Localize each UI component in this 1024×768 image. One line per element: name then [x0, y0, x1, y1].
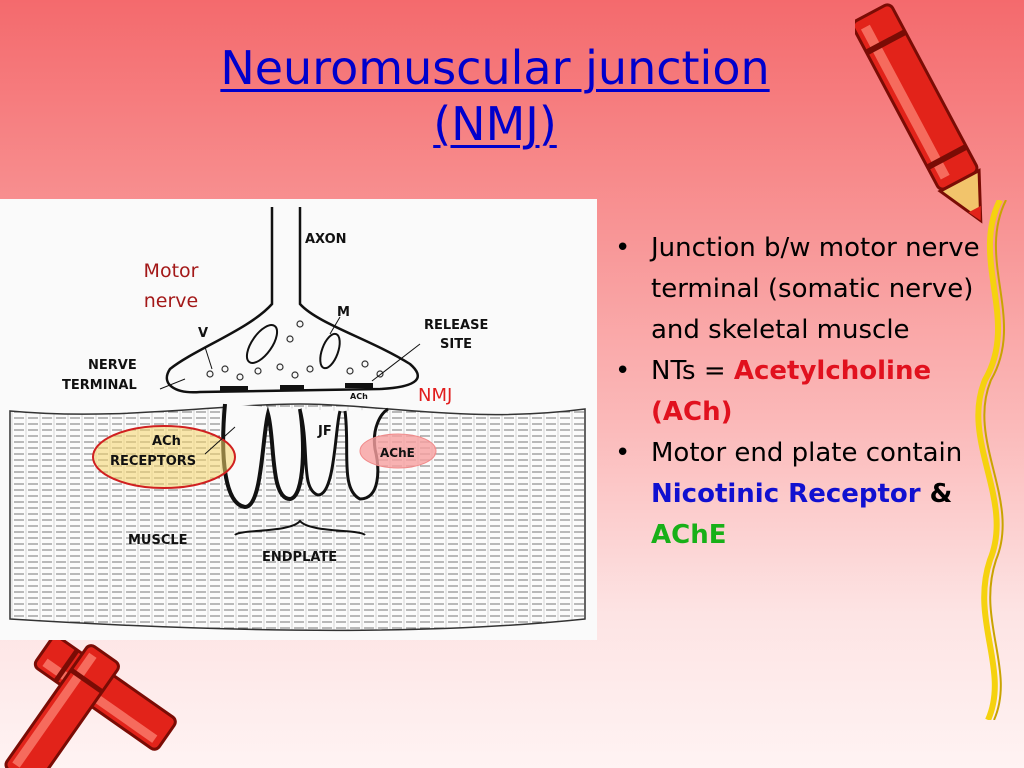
- bullet-item-endplate: • Motor end plate contain Nicotinic Rece…: [615, 433, 1015, 556]
- slide-title: Neuromuscular junction (NMJ): [150, 40, 840, 152]
- nicotinic-receptor-highlight: Nicotinic Receptor: [651, 479, 921, 509]
- bullet-item-junction: • Junction b/w motor nerve terminal (som…: [615, 228, 1015, 351]
- acetylcholine-highlight: Acetylcholine (ACh): [651, 356, 932, 427]
- motor-nerve-line-1: Motor: [143, 260, 199, 282]
- bullet-item-nts: • NTs = Acetylcholine (ACh): [615, 351, 1015, 433]
- ampersand: &: [920, 479, 953, 509]
- nmj-drawing: AXON M V RELEASE SITE NERVE TERMINAL ACh…: [9, 207, 586, 632]
- crayon-top-right-icon: [855, 3, 983, 224]
- endplate-label: ENDPLATE: [262, 550, 337, 565]
- title-line-1: Neuromuscular junction: [220, 41, 770, 95]
- motor-nerve-label: Motor nerve: [125, 256, 217, 316]
- nmj-diagram: AXON M V RELEASE SITE NERVE TERMINAL ACh…: [0, 199, 597, 640]
- nerve-terminal-label-2: TERMINAL: [62, 378, 137, 393]
- release-site-label-2: SITE: [440, 337, 472, 352]
- bullet-text-junction: Junction b/w motor nerve terminal (somat…: [651, 233, 980, 345]
- bullet-text-endplate-prefix: Motor end plate contain: [651, 438, 963, 468]
- ach-receptors-label-1: ACh: [152, 434, 181, 449]
- bullet-marker: •: [615, 233, 631, 263]
- vesicle-label: V: [198, 326, 208, 341]
- ach-small-label: ACh: [350, 392, 368, 401]
- muscle-label: MUSCLE: [128, 533, 188, 548]
- bullet-text-nts-prefix: NTs =: [651, 356, 734, 386]
- ache-label: AChE: [380, 446, 415, 460]
- bullet-marker: •: [615, 438, 631, 468]
- bullet-marker: •: [615, 356, 631, 386]
- crayons-bottom-left-icon: [4, 635, 177, 768]
- axon-label: AXON: [305, 232, 347, 247]
- nmj-label: NMJ: [418, 385, 453, 406]
- jf-label: JF: [317, 424, 332, 439]
- bullet-list: • Junction b/w motor nerve terminal (som…: [615, 228, 1015, 556]
- motor-nerve-line-2: nerve: [143, 290, 199, 312]
- release-site-label-1: RELEASE: [424, 318, 488, 333]
- ache-highlight: AChE: [651, 520, 727, 550]
- ach-receptors-label-2: RECEPTORS: [110, 454, 196, 469]
- yellow-ribbon-icon: [975, 200, 1007, 720]
- title-line-2: (NMJ): [433, 97, 557, 151]
- mitochondria-label: M: [337, 305, 350, 320]
- nerve-terminal-label-1: NERVE: [88, 358, 137, 373]
